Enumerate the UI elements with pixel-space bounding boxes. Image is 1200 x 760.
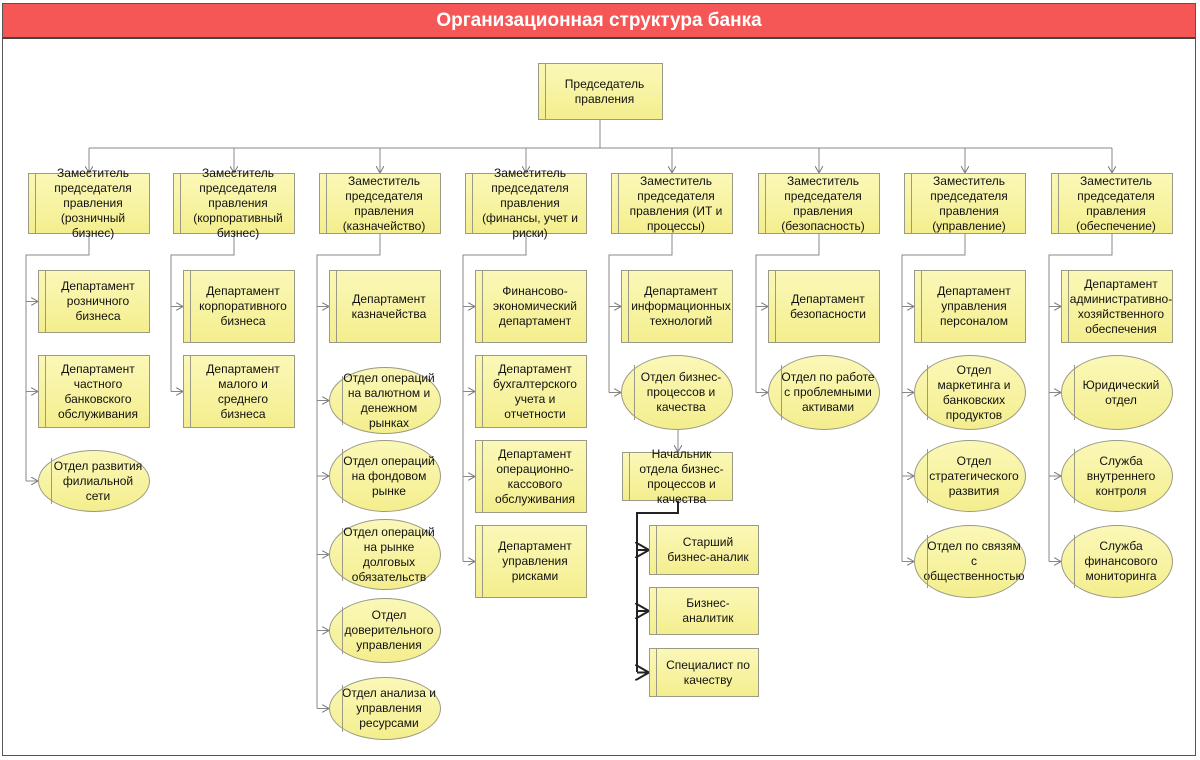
unit-ellipse[interactable]: Отдел бизнес-процессов и качества — [621, 355, 733, 430]
staff-box[interactable]: Бизнес-аналитик — [649, 587, 759, 635]
deputy-box[interactable]: Заместитель председателя правления (упра… — [904, 173, 1026, 234]
deputy-box[interactable]: Заместитель председателя правления (обес… — [1051, 173, 1173, 234]
department-box[interactable]: Департамент управления персоналом — [914, 270, 1026, 343]
connector-line — [1048, 234, 1113, 562]
unit-ellipse[interactable]: Служба внутреннего контроля — [1061, 440, 1173, 512]
connector-line — [636, 501, 679, 672]
unit-ellipse[interactable]: Отдел операций на рынке долговых обязате… — [329, 519, 441, 590]
unit-ellipse[interactable]: Отдел доверительного управления — [329, 598, 441, 663]
department-box[interactable]: Департамент казначейства — [329, 270, 441, 343]
connector-line — [462, 234, 527, 562]
chairman-box[interactable]: Председатель правления — [538, 63, 663, 120]
unit-ellipse[interactable]: Отдел маркетинга и банковских продуктов — [914, 355, 1026, 430]
department-box[interactable]: Департамент розничного бизнеса — [38, 270, 150, 333]
connector-line — [608, 234, 673, 393]
department-box[interactable]: Департамент бухгалтерского учета и отчет… — [475, 355, 587, 428]
unit-ellipse[interactable]: Отдел по работе с проблемными активами — [768, 355, 880, 430]
unit-ellipse[interactable]: Юридический отдел — [1061, 355, 1173, 430]
unit-ellipse[interactable]: Отдел операций на фондовом рынке — [329, 440, 441, 512]
unit-ellipse[interactable]: Отдел по связям с общественностью — [914, 525, 1026, 598]
department-box[interactable]: Департамент малого и среднего бизнеса — [183, 355, 295, 428]
unit-ellipse[interactable]: Отдел стратегического развития — [914, 440, 1026, 512]
unit-ellipse[interactable]: Отдел операций на валютном и денежном ры… — [329, 367, 441, 434]
department-box[interactable]: Финансово-экономический департамент — [475, 270, 587, 343]
connector-line — [901, 234, 966, 562]
department-box[interactable]: Департамент операционно-кассового обслуж… — [475, 440, 587, 513]
department-box[interactable]: Департамент административно-хозяйственно… — [1061, 270, 1173, 343]
staff-box[interactable]: Специалист по качеству — [649, 648, 759, 697]
connector-line — [755, 234, 820, 393]
unit-ellipse[interactable]: Отдел анализа и управления ресурсами — [329, 677, 441, 740]
department-box[interactable]: Департамент частного банковского обслужи… — [38, 355, 150, 428]
department-box[interactable]: Департамент управления рисками — [475, 525, 587, 598]
staff-box[interactable]: Старший бизнес-аналик — [649, 525, 759, 575]
head-box[interactable]: Начальник отдела бизнес-процессов и каче… — [622, 447, 733, 506]
deputy-box[interactable]: Заместитель председателя правления (безо… — [758, 173, 880, 234]
diagram-title: Организационная структура банка — [2, 3, 1196, 39]
deputy-box[interactable]: Заместитель председателя правления (корп… — [173, 166, 295, 240]
unit-ellipse[interactable]: Отдел развития филиальной сети — [38, 450, 150, 512]
connector-line — [25, 234, 90, 481]
deputy-box[interactable]: Заместитель председателя правления (фина… — [465, 166, 587, 240]
department-box[interactable]: Департамент информационных технологий — [621, 270, 733, 343]
department-box[interactable]: Департамент безопасности — [768, 270, 880, 343]
unit-ellipse[interactable]: Служба финансового мониторинга — [1061, 525, 1173, 598]
connector-line — [170, 234, 235, 392]
deputy-box[interactable]: Заместитель председателя правления (казн… — [319, 173, 441, 234]
deputy-box[interactable]: Заместитель председателя правления (розн… — [28, 166, 150, 240]
department-box[interactable]: Департамент корпоративного бизнеса — [183, 270, 295, 343]
connector-line — [316, 234, 381, 709]
deputy-box[interactable]: Заместитель председателя правления (ИТ и… — [611, 173, 733, 234]
